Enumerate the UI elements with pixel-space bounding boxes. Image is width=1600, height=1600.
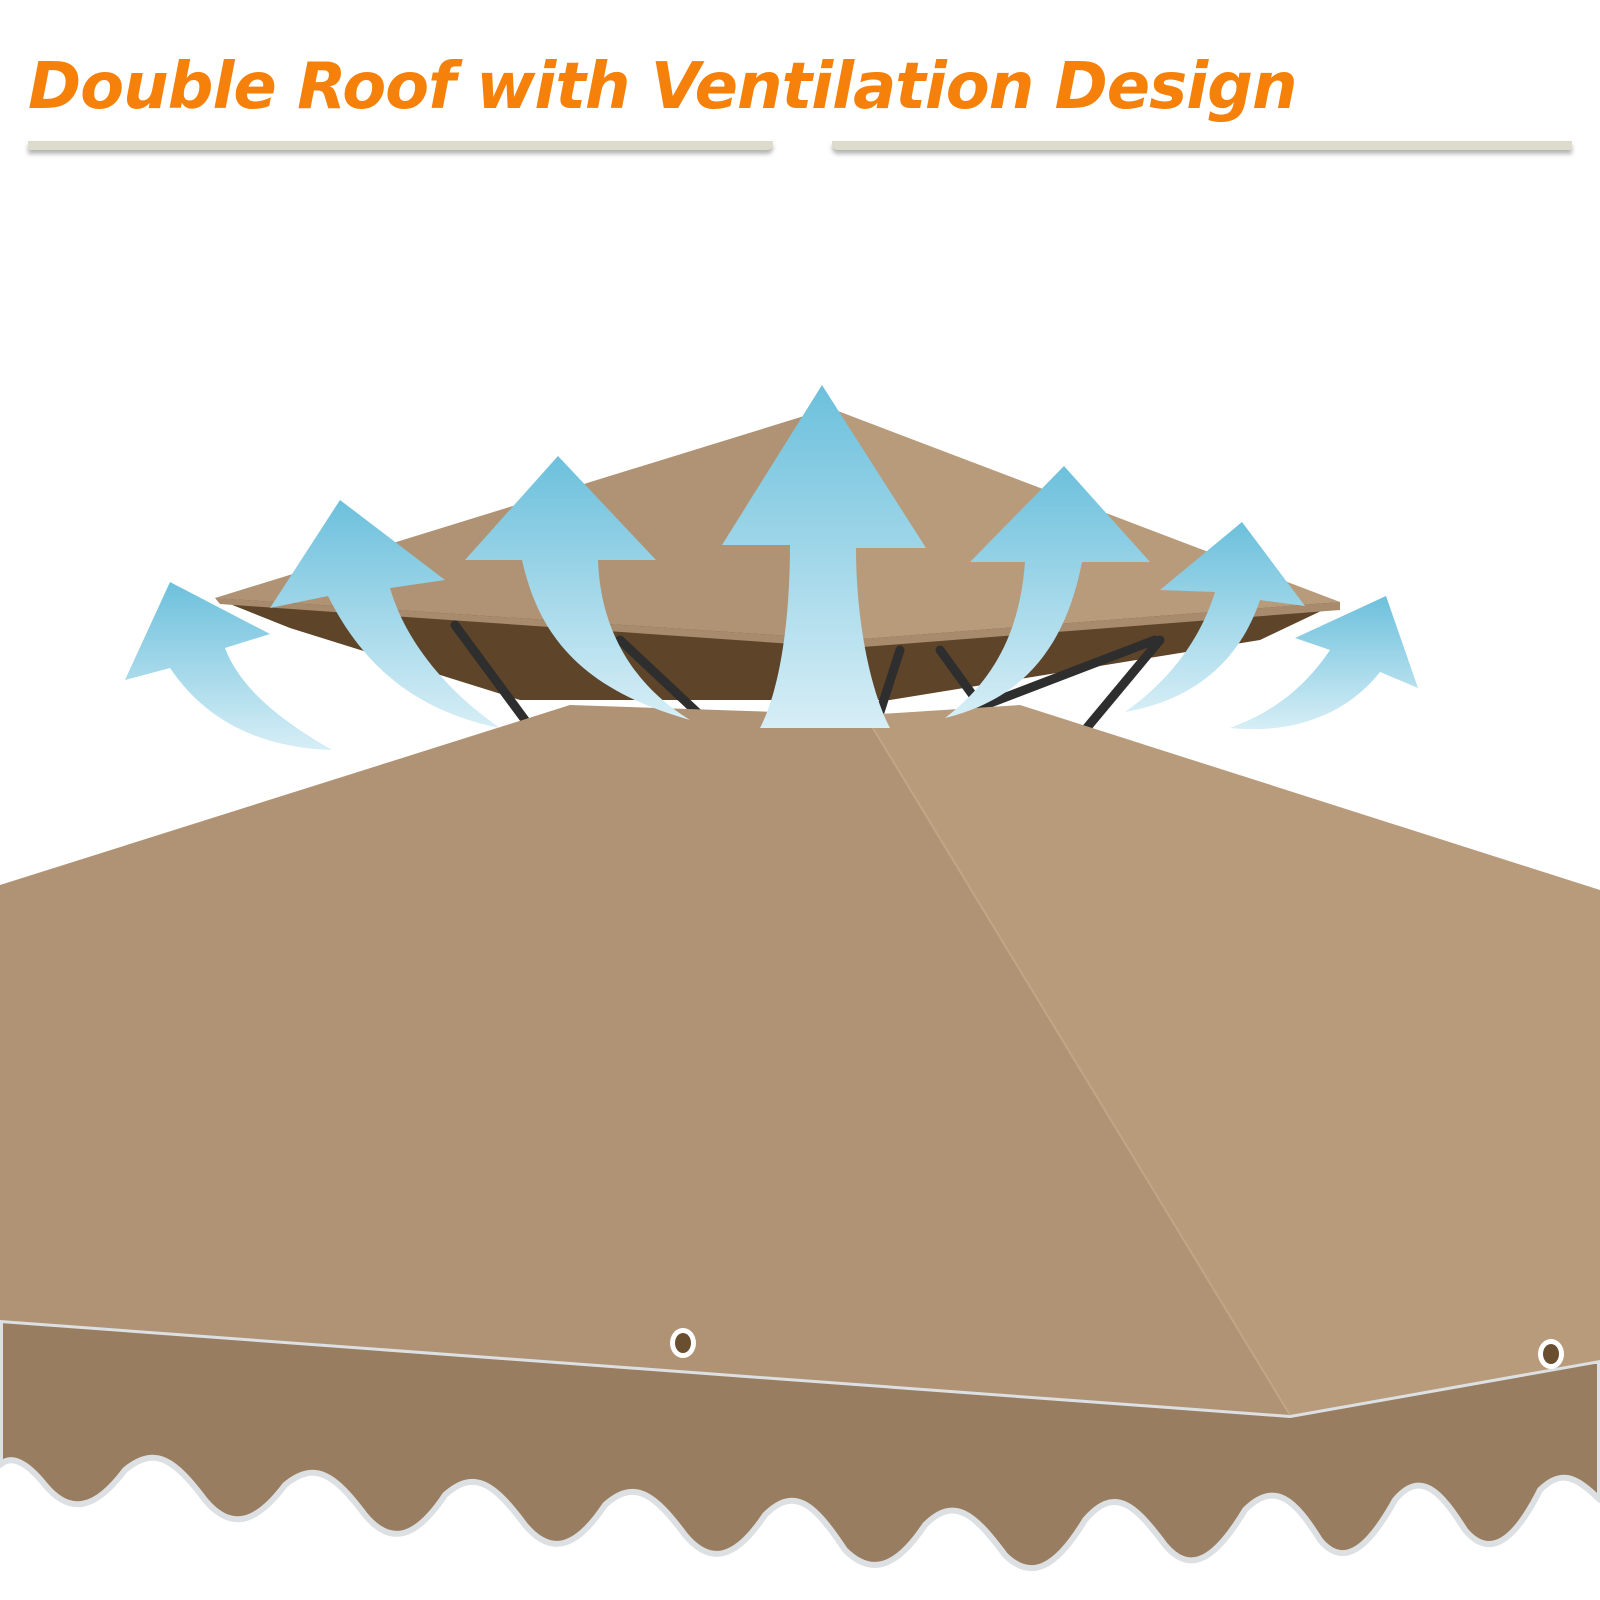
- arrow-up-icon: [1125, 522, 1305, 712]
- divider-left: [28, 141, 773, 150]
- arrow-up-icon: [945, 466, 1150, 718]
- grommet-left: [670, 1328, 696, 1358]
- feature-headline: Double Roof with Ventilation Design: [28, 50, 1298, 124]
- ventilation-arrows: [125, 385, 1418, 750]
- grommet-right: [1538, 1339, 1564, 1369]
- main-roof: [0, 705, 1600, 1572]
- arrow-up-icon: [722, 385, 926, 728]
- divider-right: [832, 141, 1572, 150]
- arrow-up-icon: [270, 500, 500, 728]
- arrow-up-icon: [1230, 596, 1418, 730]
- frame-poles: [450, 620, 1165, 735]
- arrow-up-icon: [465, 456, 690, 720]
- arrow-up-icon: [125, 582, 332, 750]
